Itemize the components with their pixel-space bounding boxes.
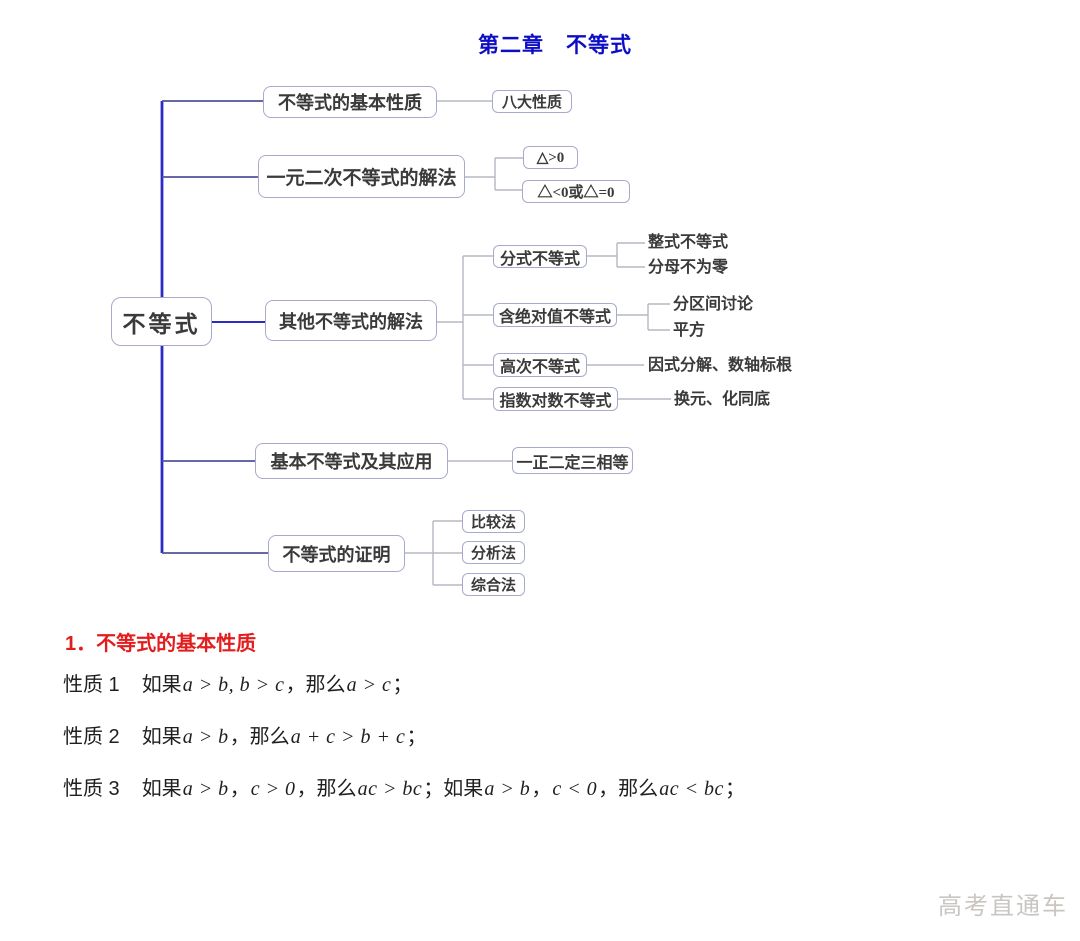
math-segment: c > 0 — [250, 778, 296, 800]
leaf-denominator-nonzero: 分母不为零 — [648, 259, 729, 276]
property-1: 性质 1 如果a > b, b > c，那么a > c； — [63, 672, 412, 698]
math-segment: c < 0 — [552, 778, 598, 800]
watermark-text: 高考直通车 — [938, 893, 1068, 920]
math-segment: ac < bc — [659, 778, 724, 800]
node-higher-degree-inequality: 高次不等式 — [493, 353, 587, 377]
leaf-comparison-method: 比较法 — [462, 510, 525, 533]
math-segment: a > b — [182, 726, 229, 748]
math-segment: a > b — [182, 778, 229, 800]
node-other-solving: 其他不等式的解法 — [265, 300, 437, 341]
branch-lines — [162, 100, 268, 554]
text-segment: ； — [724, 778, 745, 800]
text-segment: ， — [531, 778, 552, 800]
leaf-interval-discussion: 分区间讨论 — [673, 296, 754, 313]
math-segment: ac > bc — [357, 778, 423, 800]
text-segment: ， — [229, 778, 250, 800]
text-segment: ；如果 — [423, 778, 484, 800]
node-exp-log-inequality: 指数对数不等式 — [493, 387, 618, 411]
node-quadratic-solving: 一元二次不等式的解法 — [258, 155, 465, 198]
text-segment: 如果 — [141, 726, 182, 748]
property-label: 性质 3 — [63, 778, 120, 800]
leaf-eight-properties: 八大性质 — [492, 90, 572, 113]
node-inequality-proof: 不等式的证明 — [268, 535, 405, 572]
section-heading: 1．不等式的基本性质 — [65, 633, 257, 655]
leaf-delta-positive: △>0 — [523, 146, 578, 169]
node-fractional-inequality: 分式不等式 — [493, 245, 587, 268]
text-segment: ，那么 — [229, 726, 290, 748]
text-segment: ，那么 — [296, 778, 357, 800]
math-segment: a + c > b + c — [290, 726, 406, 748]
node-absolute-value-inequality: 含绝对值不等式 — [493, 303, 617, 327]
leaf-one-positive-two-fixed-three-equal: 一正二定三相等 — [512, 447, 633, 474]
text-segment: ； — [392, 674, 413, 696]
leaf-substitution-same-base: 换元、化同底 — [674, 391, 771, 408]
math-segment: a > c — [346, 674, 392, 696]
text-segment: ，那么 — [285, 674, 346, 696]
node-basic-properties: 不等式的基本性质 — [263, 86, 437, 118]
leaf-synthesis-method: 综合法 — [462, 573, 525, 596]
property-label: 性质 1 — [63, 674, 120, 696]
leaf-delta-nonpositive: △<0或△=0 — [522, 180, 630, 203]
leaf-analysis-method: 分析法 — [462, 541, 525, 564]
property-2: 性质 2 如果a > b，那么a + c > b + c； — [63, 724, 426, 750]
leaf-factorization-axis-roots: 因式分解、数轴标根 — [648, 357, 793, 374]
text-segment: 如果 — [141, 674, 182, 696]
math-segment: a > b — [484, 778, 531, 800]
text-segment: 如果 — [141, 778, 182, 800]
text-segment: ； — [406, 726, 427, 748]
node-root: 不等式 — [111, 297, 212, 346]
math-segment: a > b, b > c — [182, 674, 285, 696]
property-label: 性质 2 — [63, 726, 120, 748]
leaf-integral-inequality: 整式不等式 — [648, 234, 729, 251]
chapter-title: 第二章 不等式 — [478, 34, 632, 57]
leaf-squaring: 平方 — [673, 322, 706, 339]
text-segment: ，那么 — [598, 778, 659, 800]
node-basic-inequality-application: 基本不等式及其应用 — [255, 443, 448, 479]
sub-connector-lines — [405, 100, 671, 586]
